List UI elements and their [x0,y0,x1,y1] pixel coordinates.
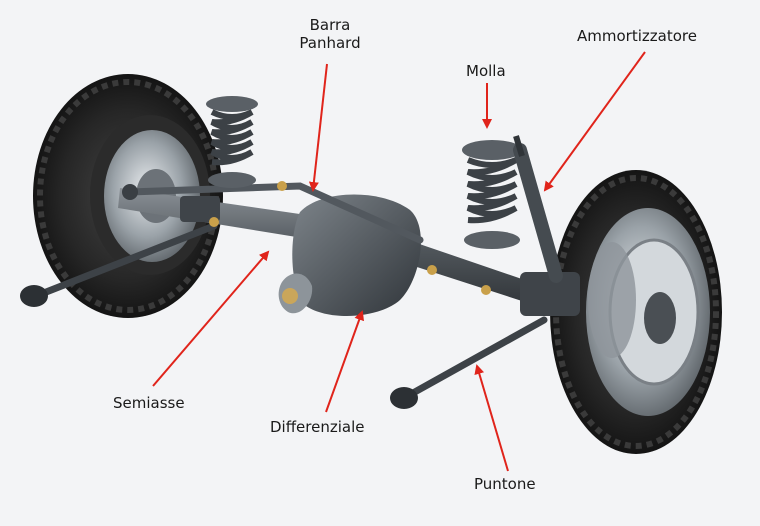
label-barra-panhard-line2: Panhard [299,34,361,52]
right-wheel [550,170,722,454]
callout-arrows [152,51,646,472]
axle-beam [118,188,580,316]
bushings [209,181,491,295]
right-spring [462,140,522,249]
label-barra-panhard: Barra Panhard [290,16,370,52]
shock-absorber [513,135,563,283]
label-puntone: Puntone [474,475,536,493]
label-molla: Molla [466,62,506,80]
label-semiasse: Semiasse [113,394,185,412]
left-spring [206,96,258,188]
arrow-differenziale [325,310,364,413]
label-barra-panhard-line1: Barra [309,16,351,34]
arrow-semiasse [152,250,270,387]
label-differenziale: Differenziale [270,418,365,436]
label-ammortizzatore: Ammortizzatore [577,27,697,45]
differential-housing [278,194,421,317]
arrow-barra-panhard [308,63,328,192]
panhard-rod [122,182,424,244]
arrow-ammortizzatore [543,51,646,192]
arrow-puntone [474,364,509,472]
trailing-arms [20,222,548,409]
